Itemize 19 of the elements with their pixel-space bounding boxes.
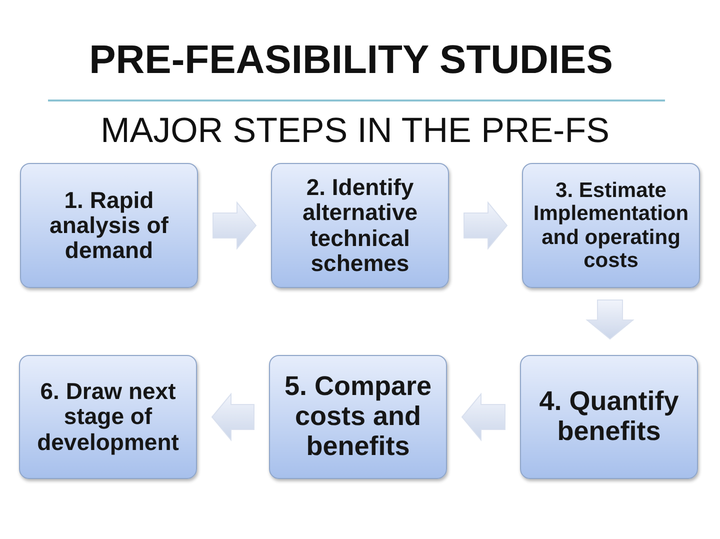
title: PRE-FEASIBILITY STUDIES	[89, 40, 613, 80]
step-label: 1. Rapid analysis of demand	[48, 188, 170, 264]
process-box	[522, 163, 700, 288]
process-box	[269, 355, 447, 479]
process-box	[520, 355, 698, 479]
block-arrow	[461, 392, 506, 442]
process-box	[19, 355, 197, 479]
block-arrow	[212, 201, 257, 250]
step-label: 2. Identify alternative technical schemes	[301, 174, 419, 276]
subtitle: MAJOR STEPS IN THE PRE-FS	[100, 113, 610, 148]
process-box	[20, 163, 198, 288]
step-label: 3. Estimate Implementation and operating costs	[532, 179, 690, 272]
step-label: 5. Compare costs and benefits	[283, 372, 433, 462]
block-arrow	[464, 201, 508, 250]
step-label: 6. Draw next stage of development	[36, 379, 180, 455]
step-label: 4. Quantify benefits	[538, 387, 680, 447]
block-arrow	[211, 392, 254, 442]
process-box	[271, 163, 449, 288]
block-arrow	[586, 300, 634, 340]
